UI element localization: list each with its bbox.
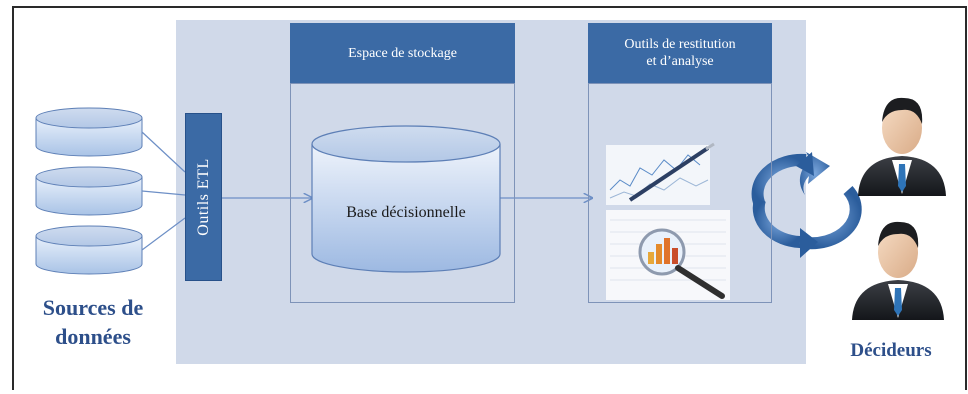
etl-tools-bar: Outils ETL: [185, 113, 222, 281]
source-database-3: [35, 225, 143, 275]
analysis-tools-image: [606, 142, 730, 300]
decision-database: [311, 125, 501, 273]
source-connectors: [141, 131, 186, 251]
analysis-tools-label-line1: Outils de restitution: [624, 37, 736, 52]
storage-space-box: [290, 83, 515, 303]
decision-database-label: Base décisionnelle: [346, 204, 466, 221]
diagram-frame: [12, 6, 967, 390]
analysis-tools-box: [588, 83, 772, 303]
analysis-tools-header: Outils de restitution et d’analyse: [588, 23, 772, 83]
source-database-1: [35, 107, 143, 157]
storage-space-header: Espace de stockage: [290, 23, 515, 83]
decision-maker-icon-top: [858, 97, 946, 196]
feedback-loop-icon: [751, 152, 862, 258]
etl-tools-label: Outils ETL: [194, 158, 212, 236]
source-database-2: [35, 166, 143, 216]
decision-makers-label: Décideurs: [850, 340, 932, 361]
decision-maker-icon-bottom: [852, 221, 944, 320]
data-sources-label: Sources de données: [42, 295, 144, 349]
analysis-tools-label-line2: et d’analyse: [646, 54, 714, 69]
storage-space-label: Espace de stockage: [348, 45, 457, 61]
